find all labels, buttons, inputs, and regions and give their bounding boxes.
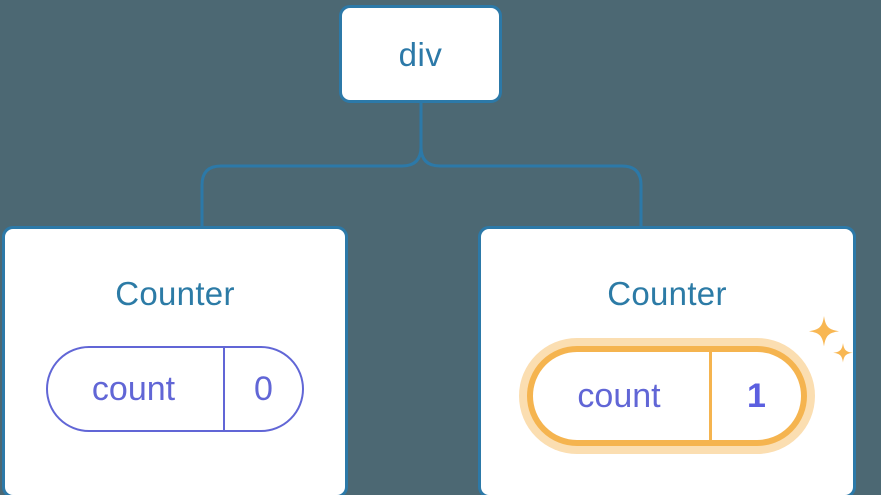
state-pill-count-right[interactable]: count 1 — [527, 346, 807, 446]
state-key-label: count — [91, 370, 176, 408]
node-counter-right-title: Counter — [607, 275, 727, 312]
state-pill-wrap-right: count 1 — [527, 316, 853, 446]
node-div[interactable]: div — [339, 5, 502, 103]
state-value-label: 1 — [709, 352, 801, 440]
state-key-label: count — [577, 377, 661, 415]
node-div-label: div — [398, 35, 443, 73]
connector-right-branch — [419, 146, 643, 228]
sparkle-small-icon — [833, 343, 853, 363]
state-pill-count-left[interactable]: count 0 — [46, 346, 304, 432]
sparkle-group — [809, 316, 853, 363]
node-counter-left-title: Counter — [115, 275, 235, 312]
connector-stem-and-split — [200, 103, 423, 228]
node-counter-right[interactable]: Counter count 1 — [478, 226, 856, 495]
sparkle-large-icon — [809, 316, 839, 347]
state-pill-wrap-left: count 0 — [46, 346, 304, 432]
state-value-label: 0 — [223, 348, 302, 430]
node-counter-left[interactable]: Counter count 0 — [2, 226, 348, 495]
